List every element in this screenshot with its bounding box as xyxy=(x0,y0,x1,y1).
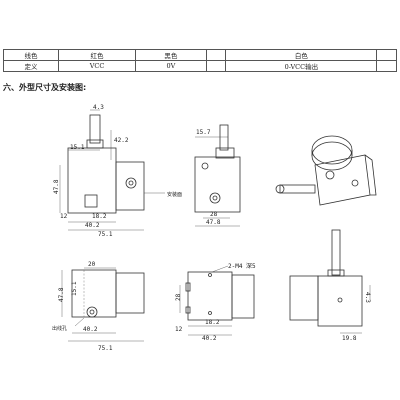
isometric-view xyxy=(275,135,377,206)
dim-label: 15.1 xyxy=(71,281,78,296)
dim-label: 42.2 xyxy=(114,137,129,144)
table-cell: 定义 xyxy=(3,60,59,72)
dim-label: 4.3 xyxy=(93,104,104,111)
dim-label: 47.8 xyxy=(206,219,221,226)
dim-label: 15.1 xyxy=(70,144,85,151)
dim-label: 47.8 xyxy=(53,179,60,194)
table-cell: VCC xyxy=(57,60,137,72)
dim-label: 75.1 xyxy=(98,231,113,238)
wire-color-table: 线色 红色 黑色 白色 定义 VCC 0V 0-VCC输出 xyxy=(3,49,397,72)
dim-label: 15.7 xyxy=(196,129,211,136)
table-row: 定义 VCC 0V 0-VCC输出 xyxy=(3,60,397,72)
dim-label: 出线孔 xyxy=(52,325,67,332)
dim-label: 12 xyxy=(175,326,183,333)
dim-label: 18.2 xyxy=(92,213,107,220)
side-view: 15.7 28 47.8 xyxy=(194,124,241,227)
dim-label: 40.2 xyxy=(202,335,217,342)
dim-label: 12 xyxy=(60,213,68,220)
right-view: 19.8 4.3 xyxy=(289,229,371,342)
table-cell: 0-VCC输出 xyxy=(225,60,378,72)
dim-label: 47.8 xyxy=(58,287,65,302)
dim-label: 安装面 xyxy=(167,191,182,198)
dim-label: 28 xyxy=(210,211,218,218)
bottom-view: 20 47.8 15.1 40.2 75.1 出线孔 xyxy=(52,261,145,352)
dim-label: 2-M4 深5 xyxy=(228,262,256,270)
rear-view: 2-M4 深5 28 12 18.2 40.2 xyxy=(175,262,256,342)
dim-label: 20 xyxy=(88,261,96,268)
front-view: 4.3 15.1 42.2 47.8 12 18.2 40.2 75.1 安装面 xyxy=(53,104,182,238)
dim-label: 40.2 xyxy=(83,326,98,333)
table-cell: 0V xyxy=(135,60,207,72)
table-cell xyxy=(376,60,397,72)
dim-label: 40.2 xyxy=(85,222,100,229)
dim-label: 28 xyxy=(175,293,182,301)
dim-label: 75.1 xyxy=(98,345,113,352)
dim-label: 4.3 xyxy=(364,292,371,303)
section-title: 六、外型尺寸及安装图: xyxy=(3,83,87,92)
dim-label: 18.2 xyxy=(205,319,220,326)
dim-label: 19.8 xyxy=(342,335,357,342)
